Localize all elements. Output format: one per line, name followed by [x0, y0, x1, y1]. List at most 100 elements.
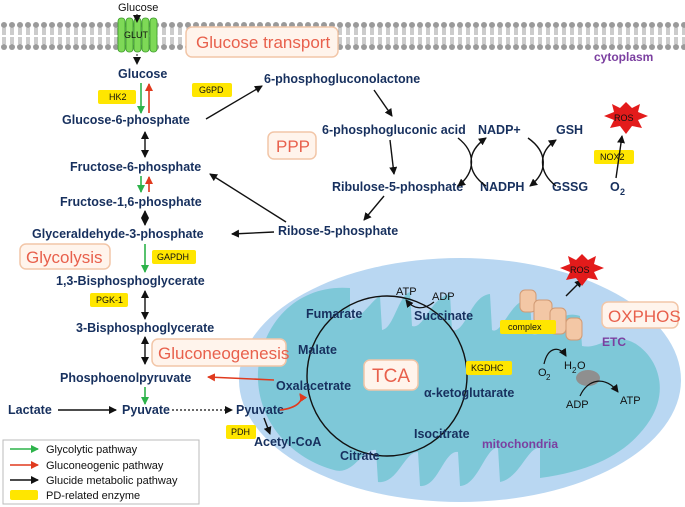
metabolite-lactate: Lactate: [8, 403, 52, 417]
metabolite-gsh: GSH: [556, 123, 583, 137]
ppp-title: PPP: [276, 137, 310, 156]
cell-membrane: [0, 22, 685, 50]
legend-enzyme-label: PD-related enzyme: [46, 490, 140, 502]
metabolite-atp-etc: ATP: [620, 395, 641, 407]
metabolite-akg: α-ketoglutarate: [424, 386, 514, 400]
metabolite-acetylcoa: Acetyl-CoA: [254, 435, 321, 449]
enzyme-nox2: NOX2: [600, 152, 625, 162]
svg-text:ROS: ROS: [614, 113, 634, 123]
metabolite-fumarate: Fumarate: [306, 307, 362, 321]
metabolite-gssg: GSSG: [552, 180, 588, 194]
arrow-complex-ros: [565, 279, 583, 297]
metabolite-g3p: Glyceraldehyde-3-phosphate: [32, 227, 204, 241]
metabolite-adp-etc: ADP: [566, 399, 589, 411]
tca-title: TCA: [372, 366, 410, 387]
arrow-gsh-cycle-a: [527, 137, 544, 187]
metabolite-r5p: Ribose-5-phosphate: [278, 224, 398, 238]
enzyme-complex-box: [500, 320, 556, 334]
oxphos-box: [601, 301, 679, 329]
metabolite-3pg: 3-Bisphosphoglycerate: [76, 321, 214, 335]
metabolite-glucose: Glucose: [118, 67, 167, 81]
metabolite-citrate: Citrate: [340, 449, 380, 463]
metabolite-o2-etc: O: [538, 367, 547, 379]
glut-transporter: [117, 17, 158, 53]
enzyme-pdh-box: [226, 425, 256, 439]
metabolite-g6p: Glucose-6-phosphate: [62, 113, 190, 127]
metabolite-f6p: Fructose-6-phosphate: [70, 160, 201, 174]
enzyme-pgk1: PGK-1: [96, 295, 123, 305]
enzyme-hk2: HK2: [109, 92, 127, 102]
arrow-6pgl-6pga: [373, 89, 393, 117]
metabolite-o2-sub: 2: [620, 187, 625, 197]
metabolite-ru5p: Ribulose-5-phosphate: [332, 180, 463, 194]
metabolite-pep: Phosphoenolpyruvate: [60, 371, 191, 385]
enzyme-pdh: PDH: [231, 427, 250, 437]
gluconeogenesis-title: Gluconeogenesis: [158, 344, 289, 363]
ros-star-mito: ROS: [560, 254, 604, 286]
glycolysis-title: Glycolysis: [26, 248, 103, 267]
arrow-g6p-6pgl: [205, 85, 263, 120]
metabolite-isocitrate: Isocitrate: [414, 427, 470, 441]
arrow-o2-h2o: [543, 347, 567, 365]
arrow-adp-atp-tca: [405, 299, 435, 309]
ros-star-top: ROS: [604, 102, 648, 134]
enzyme-nox2-box: [594, 150, 634, 164]
oxphos-title: OXPHOS: [608, 307, 681, 326]
enzyme-gapdh-box: [152, 250, 196, 264]
metabolite-atp-tca: ATP: [396, 286, 417, 298]
metabolite-f16bp: Fructose-1,6-phosphate: [60, 195, 202, 209]
glucose-transport-title: Glucose transport: [196, 33, 330, 52]
metabolite-pyruvate: Pyuvate: [122, 403, 170, 417]
metabolite-pyruvate-mito: Pyuvate: [236, 403, 284, 417]
legend: Glycolytic pathway Gluconeogenic pathway…: [2, 439, 200, 505]
enzyme-pgk1-box: [90, 293, 128, 307]
tca-cycle-ring: [306, 295, 468, 457]
metabolite-malate: Malate: [298, 343, 337, 357]
metabolite-succinate: Succinate: [414, 309, 473, 323]
ppp-box: [267, 131, 317, 160]
mitochondria-label: mitochondria: [482, 437, 558, 451]
metabolite-6pga: 6-phosphogluconic acid: [322, 123, 466, 137]
metabolite-h2o-o: O: [577, 360, 586, 372]
tca-box: [363, 359, 419, 391]
svg-text:ROS: ROS: [570, 265, 590, 275]
legend-enzyme-swatch: [10, 490, 38, 500]
arrow-ru5p-r5p: [363, 195, 385, 221]
arrow-o2-ros: [615, 135, 625, 179]
arrow-gsh-cycle-b: [541, 139, 557, 187]
glucose-transport-box: [185, 26, 339, 58]
metabolite-nadp: NADP+: [478, 123, 521, 137]
glycolysis-box: [19, 243, 111, 270]
metabolite-h2o-sub: 2: [572, 366, 577, 375]
enzyme-g6pd-box: [192, 83, 232, 97]
legend-glycolytic-label: Glycolytic pathway: [46, 444, 138, 456]
metabolite-adp-tca: ADP: [432, 291, 455, 303]
metabolite-6pgl: 6-phosphogluconolactone: [264, 72, 420, 86]
enzyme-complex: complex: [508, 322, 542, 332]
arrow-nadp-cycle-b: [470, 137, 487, 187]
enzyme-gapdh: GAPDH: [157, 252, 189, 262]
etc-label: ETC: [602, 335, 626, 349]
enzyme-g6pd: G6PD: [199, 85, 224, 95]
arrow-r5p-f6p: [209, 173, 287, 223]
legend-gluconeogenic-label: Gluconeogenic pathway: [46, 460, 164, 472]
metabolite-nadph: NADPH: [480, 180, 524, 194]
enzyme-kgdhc-box: [466, 361, 512, 375]
arrow-nadp-cycle-a: [457, 137, 473, 187]
arrow-pyruvate-oxaloacetate: [279, 393, 308, 411]
metabolite-h2o-h: H: [564, 360, 572, 372]
cytoplasm-label: cytoplasm: [594, 50, 653, 64]
arrow-adp-atp-etc: [579, 380, 619, 397]
legend-metabolic-label: Glucide metabolic pathway: [46, 475, 178, 487]
metabolite-oxaloacetate: Oxalacetrate: [276, 379, 351, 393]
metabolite-o2-etc-sub: 2: [546, 373, 551, 382]
enzyme-hk2-box: [98, 90, 136, 104]
gluconeogenesis-box: [151, 338, 287, 367]
arrow-pyruvate-acetylcoa: [263, 417, 272, 435]
enzyme-kgdhc: KGDHC: [471, 363, 504, 373]
arrow-6pga-ru5p: [389, 139, 398, 175]
metabolite-o2: O: [610, 180, 620, 194]
metabolite-13bpg: 1,3-Bisphosphoglycerate: [56, 274, 205, 288]
